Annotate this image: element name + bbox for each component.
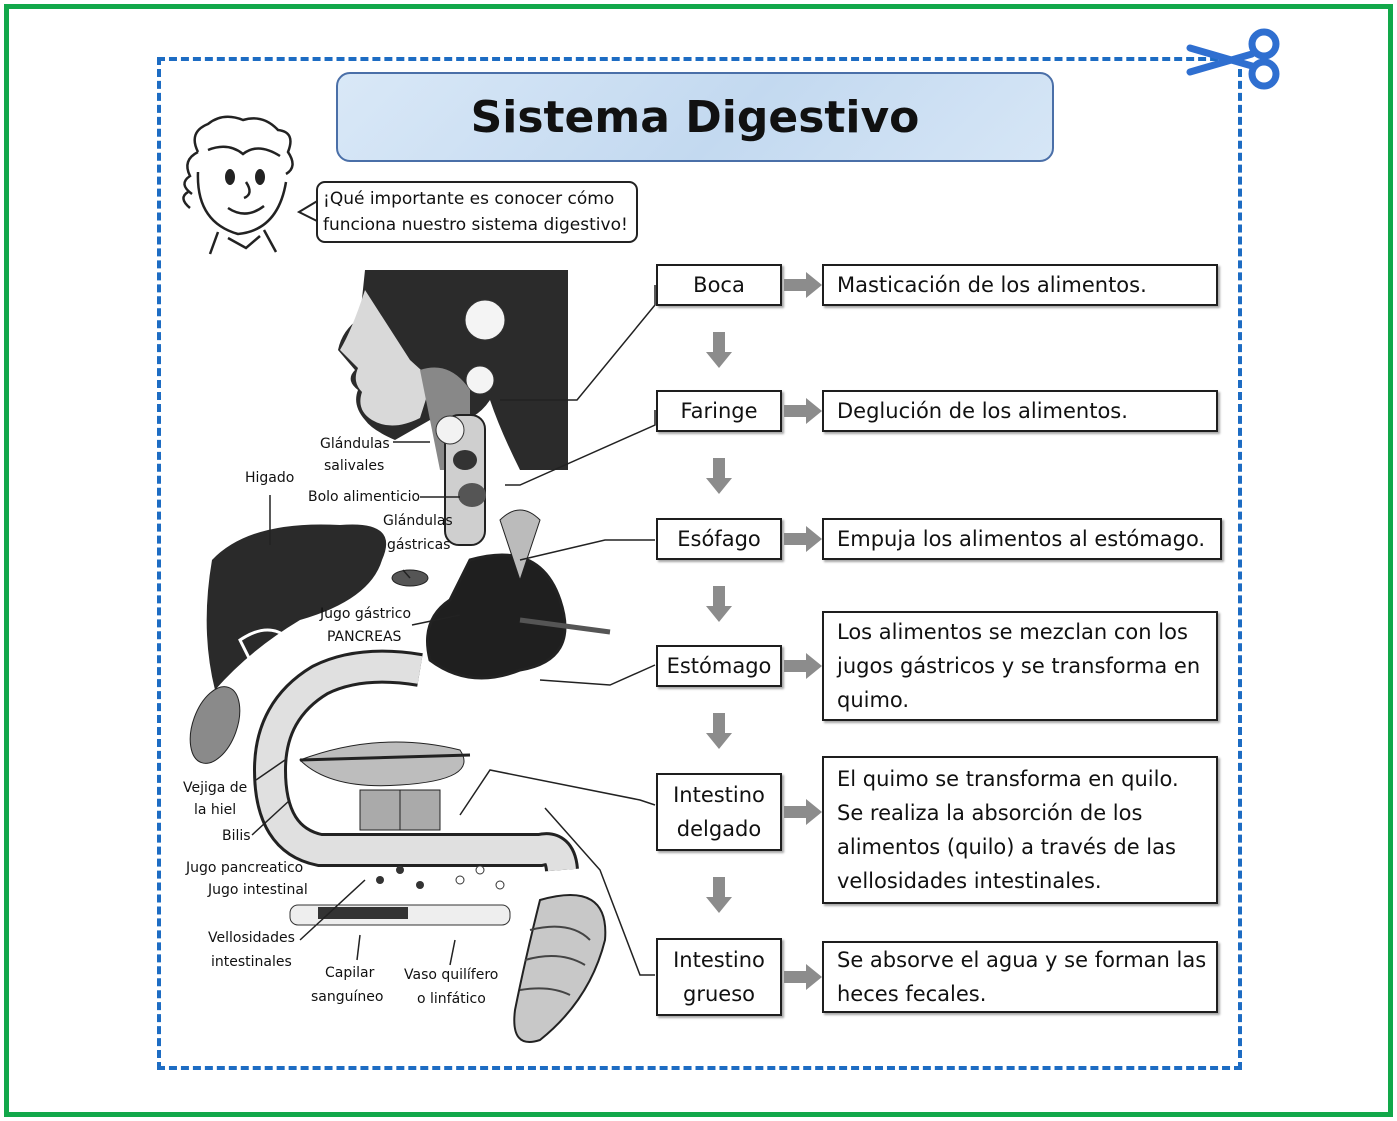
- desc-line: vellosidades intestinales.: [837, 869, 1102, 893]
- label-jugo-intestinal: Jugo intestinal: [208, 882, 308, 898]
- desc-text: Empuja los alimentos al estómago.: [837, 527, 1206, 551]
- organ-label: Esófago: [677, 527, 761, 551]
- label-vejiga-1: Vejiga de: [183, 780, 248, 796]
- organ-label: Intestino: [673, 948, 765, 972]
- organ-box-faringe: Faringe: [656, 390, 782, 432]
- label-vejiga-2: la hiel: [194, 802, 237, 818]
- speech-bubble-tail: [297, 199, 320, 223]
- desc-text: Masticación de los alimentos.: [837, 273, 1147, 297]
- label-bilis: Bilis: [222, 828, 251, 844]
- desc-box-boca: Masticación de los alimentos.: [822, 264, 1218, 306]
- label-bolo-alimenticio: Bolo alimenticio: [308, 489, 421, 505]
- arrow-right-icon: [784, 799, 822, 825]
- organ-label-line-2: grueso: [683, 982, 755, 1006]
- desc-box-intestino-delgado: El quimo se transforma en quilo. Se real…: [822, 756, 1218, 904]
- label-higado: Higado: [245, 470, 295, 486]
- arrow-down-icon: [706, 586, 732, 622]
- arrow-down-icon: [706, 877, 732, 913]
- outer-green-frame: [4, 4, 1393, 1117]
- organ-box-esofago: Esófago: [656, 518, 782, 560]
- speech-line-2: funciona nuestro sistema digestivo!: [323, 215, 628, 235]
- arrow-right-icon: [784, 526, 822, 552]
- desc-line: Se absorve el agua y se forman las: [837, 948, 1207, 972]
- organ-box-intestino-delgado: Intestino delgado: [656, 773, 782, 851]
- label-glandulas-gastricas-2: gástricas: [387, 537, 451, 553]
- organ-label: Estómago: [666, 654, 772, 678]
- arrow-right-icon: [784, 964, 822, 990]
- organ-label: Intestino: [673, 783, 765, 807]
- desc-box-faringe: Deglución de los alimentos.: [822, 390, 1218, 432]
- dashed-cut-line: [157, 57, 1242, 1070]
- desc-line: heces fecales.: [837, 982, 987, 1006]
- label-capilar-2: sanguíneo: [311, 989, 384, 1005]
- scissors-icon: [1186, 28, 1280, 90]
- label-glandulas-salivales-2: salivales: [324, 458, 385, 474]
- label-capilar-1: Capilar: [325, 965, 375, 981]
- desc-line: jugos gástricos y se transforma en: [837, 654, 1201, 678]
- organ-label: Boca: [693, 273, 745, 297]
- desc-box-intestino-grueso: Se absorve el agua y se forman las heces…: [822, 941, 1218, 1013]
- arrow-right-icon: [784, 398, 822, 424]
- desc-box-esofago: Empuja los alimentos al estómago.: [822, 518, 1222, 560]
- organ-box-intestino-grueso: Intestino grueso: [656, 938, 782, 1016]
- desc-line: alimentos (quilo) a través de las: [837, 835, 1176, 859]
- speech-line-1: ¡Qué importante es conocer cómo: [323, 189, 615, 209]
- label-vellosidades-2: intestinales: [211, 954, 292, 970]
- label-jugo-gastrico: Jugo gástrico: [320, 606, 412, 622]
- speech-bubble: ¡Qué importante es conocer cómo funciona…: [316, 181, 638, 243]
- page-title: Sistema Digestivo: [470, 91, 920, 143]
- desc-line: El quimo se transforma en quilo.: [837, 767, 1179, 791]
- label-glandulas-gastricas-1: Glándulas: [383, 513, 453, 529]
- arrow-down-icon: [706, 332, 732, 368]
- label-vaso-1: Vaso quilífero: [404, 967, 499, 983]
- label-glandulas-salivales-1: Glándulas: [320, 436, 390, 452]
- organ-label: Faringe: [680, 399, 758, 423]
- label-vellosidades-1: Vellosidades: [208, 930, 295, 946]
- title-banner: Sistema Digestivo: [336, 72, 1054, 162]
- desc-text: Deglución de los alimentos.: [837, 399, 1128, 423]
- arrow-down-icon: [706, 713, 732, 749]
- desc-line: Se realiza la absorción de los: [837, 801, 1143, 825]
- organ-box-estomago: Estómago: [656, 645, 782, 687]
- arrow-down-icon: [706, 458, 732, 494]
- organ-label-line-2: delgado: [676, 817, 762, 841]
- label-vaso-2: o linfático: [417, 991, 486, 1007]
- desc-box-estomago: Los alimentos se mezclan con los jugos g…: [822, 611, 1218, 721]
- organ-box-boca: Boca: [656, 264, 782, 306]
- desc-line: Los alimentos se mezclan con los: [837, 620, 1188, 644]
- arrow-right-icon: [784, 653, 822, 679]
- label-pancreas: PANCREAS: [327, 629, 402, 645]
- boy-face-icon: [182, 115, 294, 255]
- desc-line: quimo.: [837, 688, 910, 712]
- label-jugo-pancreatico: Jugo pancreatico: [186, 860, 304, 876]
- arrow-right-icon: [784, 272, 822, 298]
